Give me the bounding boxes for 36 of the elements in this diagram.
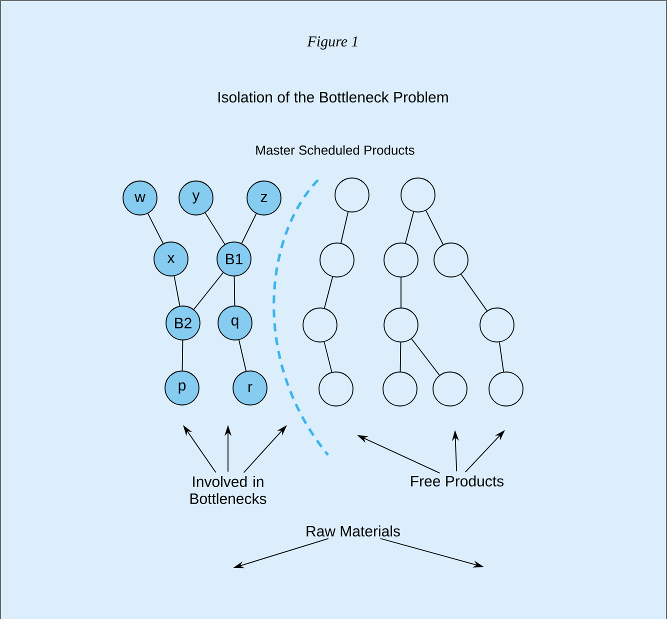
empty-circle [320,242,354,278]
group-label: Involved in Bottlenecks [190,476,266,504]
empty-circle [400,178,436,212]
empty-circle [488,372,524,406]
group-label: Master Scheduled Products [256,145,414,155]
group-label: Free Products [411,476,504,486]
empty-circle [480,308,514,342]
connector-line [400,342,402,372]
empty-circle [434,242,468,278]
figure-title: Figure 1 [307,36,358,50]
empty-circle [334,178,370,212]
connector-line [174,276,180,306]
empty-circle [432,372,468,406]
connector-line [498,342,504,372]
empty-circle [382,372,418,406]
empty-circle [384,242,418,278]
connector-line [404,211,414,244]
connector-line [411,338,440,376]
figure-caption: Isolation of the Bottleneck Problem [218,92,448,102]
connector-line [400,277,402,308]
connector-line [425,210,444,245]
connector-line [460,274,488,312]
connector-line [238,340,247,372]
empty-circle [384,308,418,342]
connector-line [147,213,164,244]
connector-line [193,272,224,310]
connector-line [182,340,184,371]
connector-line [241,213,257,244]
connector-line [234,276,236,306]
empty-circle [302,308,338,342]
connector-line [324,341,332,373]
empty-circle [318,372,354,406]
group-label: Raw Materials [306,526,400,536]
connector-line [204,212,226,245]
connector-line [324,276,334,309]
connector-line [340,212,349,244]
